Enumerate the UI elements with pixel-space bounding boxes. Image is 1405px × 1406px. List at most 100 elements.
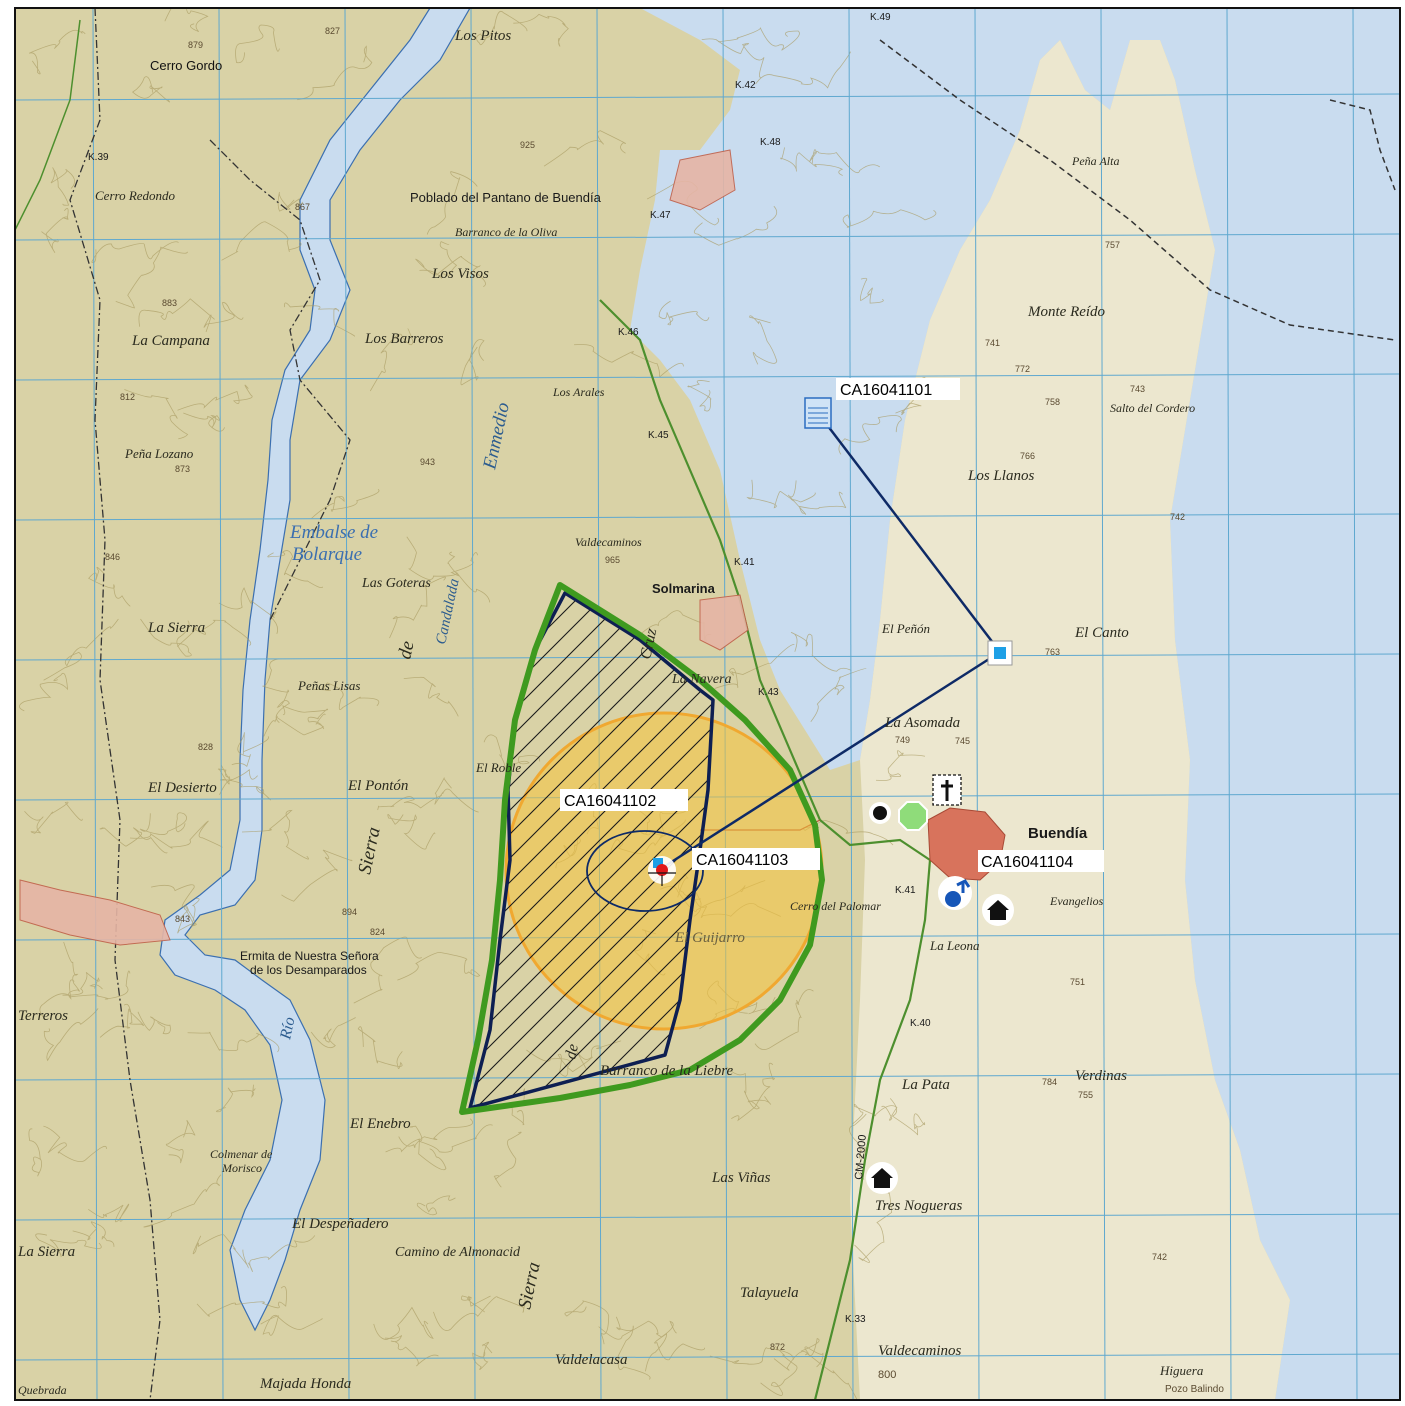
code-label-1103[interactable]: CA16041103 — [692, 848, 820, 870]
contour-line — [409, 1124, 493, 1153]
reservoir-buendia — [630, 8, 1400, 1400]
contour-line — [755, 51, 851, 89]
village-poblado-built-up — [669, 149, 736, 211]
spot-763: 763 — [1045, 647, 1060, 657]
contour-line — [731, 1062, 775, 1122]
spot-879: 879 — [188, 40, 203, 50]
contour-line — [262, 658, 290, 724]
grid-line — [1352, 8, 1358, 1400]
label-la-pata: La Pata — [901, 1077, 950, 1093]
label-ermita: Ermita de Nuestra Señora — [240, 949, 379, 963]
contour-line — [760, 1345, 798, 1396]
spot-751: 751 — [1070, 977, 1085, 987]
contour-line — [267, 550, 324, 589]
contour-line — [72, 1221, 115, 1247]
contour-line — [91, 241, 179, 263]
contour-line — [313, 682, 380, 710]
boundary-line-center — [209, 139, 351, 621]
contour-line — [426, 171, 478, 235]
label-el-ponton: El Pontón — [347, 778, 408, 794]
contour-line — [787, 480, 847, 515]
contour-line — [398, 1118, 473, 1148]
dot-icon[interactable] — [869, 802, 891, 824]
water-tank-icon[interactable] — [804, 397, 832, 429]
label-cruz: Cruz — [637, 626, 660, 661]
house-icon[interactable] — [982, 894, 1014, 926]
contour-line — [543, 130, 627, 167]
contour-line — [131, 76, 171, 103]
house-icon[interactable] — [866, 1162, 898, 1194]
road-label-k33: K.33 — [845, 1314, 866, 1325]
contour-line — [433, 1293, 526, 1331]
contour-line — [35, 1233, 102, 1258]
grid-line — [344, 8, 350, 1400]
contour-line — [216, 1084, 256, 1113]
contour-line — [311, 489, 380, 519]
label-el-guijarro: El Guijarro — [674, 930, 745, 946]
label-el-enebro: El Enebro — [349, 1116, 411, 1132]
contour-line — [231, 732, 269, 768]
contour-line — [235, 24, 280, 64]
label-pena-lozano: Peña Lozano — [124, 446, 194, 461]
label-cerro-redondo: Cerro Redondo — [95, 188, 176, 203]
contour-line — [203, 302, 244, 333]
label-la-leona: La Leona — [929, 938, 980, 953]
contour-line — [447, 551, 478, 577]
contour-line — [838, 415, 902, 455]
contour-line — [377, 795, 442, 811]
label-morisco: Morisco — [221, 1161, 262, 1175]
contour-line — [842, 209, 937, 228]
contour-line — [99, 827, 168, 854]
village-solmarina-built-up — [699, 594, 749, 651]
contour-line — [150, 884, 200, 926]
contour-line — [460, 339, 485, 386]
contour-line — [137, 1011, 171, 1035]
contour-line — [115, 246, 188, 309]
spot-800: 800 — [878, 1369, 896, 1381]
square-point-icon[interactable] — [987, 640, 1013, 666]
spot-925: 925 — [520, 140, 535, 150]
code-label-1104[interactable]: CA16041104 — [978, 850, 1104, 872]
contour-line — [809, 149, 881, 174]
grid-line — [15, 1213, 1400, 1221]
contour-line — [187, 1031, 280, 1053]
contour-line — [416, 1195, 456, 1216]
code-label-1101[interactable]: CA16041101 — [836, 378, 960, 400]
music-person-icon[interactable] — [938, 876, 972, 910]
octagon-icon[interactable] — [898, 801, 928, 831]
svg-text:CA16041102: CA16041102 — [564, 793, 656, 810]
label-tres-nogueras: Tres Nogueras — [875, 1198, 963, 1214]
road-label-k48: K.48 — [760, 137, 781, 148]
spot-873: 873 — [175, 464, 190, 474]
spot-843: 843 — [175, 914, 190, 924]
protection-zone-outline[interactable] — [459, 582, 825, 1115]
spot-772: 772 — [1015, 364, 1030, 374]
contour-line — [615, 1316, 651, 1380]
label-colmenar: Colmenar de — [210, 1147, 273, 1161]
spot-965: 965 — [605, 555, 620, 565]
label-bolarque: Bolarque — [292, 544, 362, 565]
contour-line — [476, 10, 528, 46]
contour-line — [88, 566, 131, 607]
contour-line — [165, 1120, 196, 1164]
code-label-1102[interactable]: CA16041102 — [560, 789, 688, 811]
capture-ellipse[interactable] — [586, 830, 704, 912]
contour-line — [310, 1017, 356, 1049]
road-cm2000 — [599, 299, 932, 1400]
spot-894: 894 — [342, 907, 357, 917]
label-el-canto: El Canto — [1074, 625, 1129, 641]
label-las-vinas: Las Viñas — [711, 1170, 771, 1186]
label-evangelios: Evangelios — [1049, 894, 1104, 908]
embalse-bolarque — [159, 8, 471, 1332]
cross-icon[interactable] — [932, 774, 962, 806]
contour-line — [43, 1125, 107, 1162]
contour-line — [403, 676, 459, 717]
label-barranco-oliva: Barranco de la Oliva — [455, 225, 557, 239]
contour-line — [434, 777, 479, 813]
contour-line — [854, 1191, 893, 1263]
contour-line — [493, 1131, 522, 1188]
contour-line — [217, 765, 258, 785]
sensor-point-icon[interactable] — [648, 856, 676, 886]
contour-line — [129, 820, 223, 849]
